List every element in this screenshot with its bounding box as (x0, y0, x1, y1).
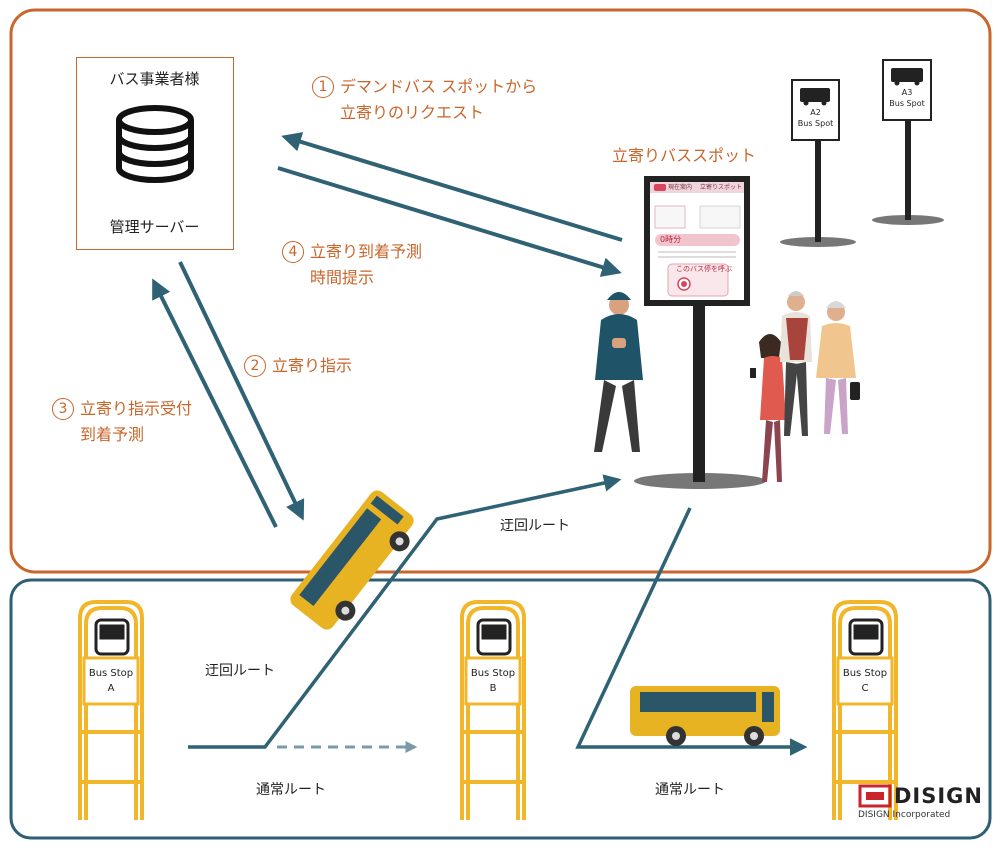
kiosk-time: 0時分 (660, 235, 682, 244)
detour-bus (290, 490, 414, 630)
upper-area-frame (9, 8, 992, 574)
bus-spot-kiosk (634, 176, 766, 489)
step-3: 3 立寄り指示受付 到着予測 (52, 396, 192, 448)
bus-spot-sign-a2 (780, 79, 856, 247)
normal-route-label-left: 通常ルート (256, 782, 326, 798)
bus-stop-a-label: Bus Stop (88, 668, 134, 679)
return-route-line (575, 507, 808, 756)
elderly-woman (816, 301, 860, 434)
arrow-request (281, 132, 623, 242)
detour-route-line (188, 474, 622, 749)
step-2-line-1: 立寄り指示 (272, 356, 353, 375)
step-1: 1 デマンドバス スポットから 立寄りのリクエスト (312, 74, 537, 126)
disign-logo-mark (858, 784, 892, 808)
brand-name: DISIGN (894, 784, 983, 808)
kiosk-call-button: このバス停を呼ぶ (676, 265, 732, 273)
lower-area-frame (9, 578, 992, 840)
bus-stop-a-code: A (107, 683, 115, 694)
step-4-line-2: 時間提示 (310, 268, 375, 287)
step-4: 4 立寄り到着予測 時間提示 (282, 239, 422, 291)
waiting-man (594, 292, 643, 452)
step-3-line-1: 立寄り指示受付 (80, 399, 193, 418)
step-2: 2 立寄り指示 (244, 353, 352, 379)
spot-title: 立寄りバススポット (612, 146, 757, 165)
bus-icon (476, 618, 512, 656)
server-name-label: 管理サーバー (109, 218, 200, 236)
step-1-line-1: デマンドバス スポットから (340, 77, 538, 96)
bus-icon (848, 618, 884, 656)
elderly-man (780, 291, 812, 436)
bus-spot-sign-a3 (872, 59, 944, 225)
waiting-woman (750, 334, 786, 482)
arrow-instruct (178, 261, 305, 521)
detour-route-label-upper: 迂回ルート (500, 518, 570, 534)
bus-stop-c-label: Bus Stop (842, 668, 888, 679)
step-number: 2 (244, 355, 266, 377)
bus-stop-b-code: B (489, 683, 497, 694)
kiosk-tab-spot: 立寄りスポット (700, 184, 743, 191)
bus-icon (94, 618, 130, 656)
brand-subtitle: DISIGN Incorporated (858, 810, 951, 820)
step-3-line-2: 到着予測 (80, 425, 145, 444)
database-icon (116, 105, 194, 183)
bus-stop-b-structure (460, 600, 526, 820)
arrow-eta (277, 166, 622, 277)
spot-sign-a2-label: Bus Spot (797, 119, 834, 128)
spot-sign-a3-label: Bus Spot (889, 99, 925, 108)
step-number: 4 (282, 241, 304, 263)
step-4-line-1: 立寄り到着予測 (310, 242, 423, 261)
detour-route-label-lower: 迂回ルート (205, 663, 275, 679)
management-server-box: バス事業者様 管理サーバー (76, 57, 234, 250)
server-company-label: バス事業者様 (109, 70, 200, 88)
bus-stop-c-code: C (861, 683, 869, 694)
step-number: 1 (312, 76, 334, 98)
step-number: 3 (52, 398, 74, 420)
bus-stop-b-label: Bus Stop (470, 668, 516, 679)
spot-sign-a2-code: A2 (810, 108, 821, 117)
step-1-line-2: 立寄りのリクエスト (340, 103, 485, 122)
bus-stop-a-structure (78, 600, 144, 820)
kiosk-tab-current: 現在案内 (668, 184, 693, 191)
spot-sign-a3-code: A3 (901, 88, 913, 97)
normal-route-label-right: 通常ルート (655, 782, 725, 798)
arrow-accept (152, 278, 278, 528)
route-bus (630, 686, 780, 746)
bus-stop-c-structure (832, 600, 898, 820)
